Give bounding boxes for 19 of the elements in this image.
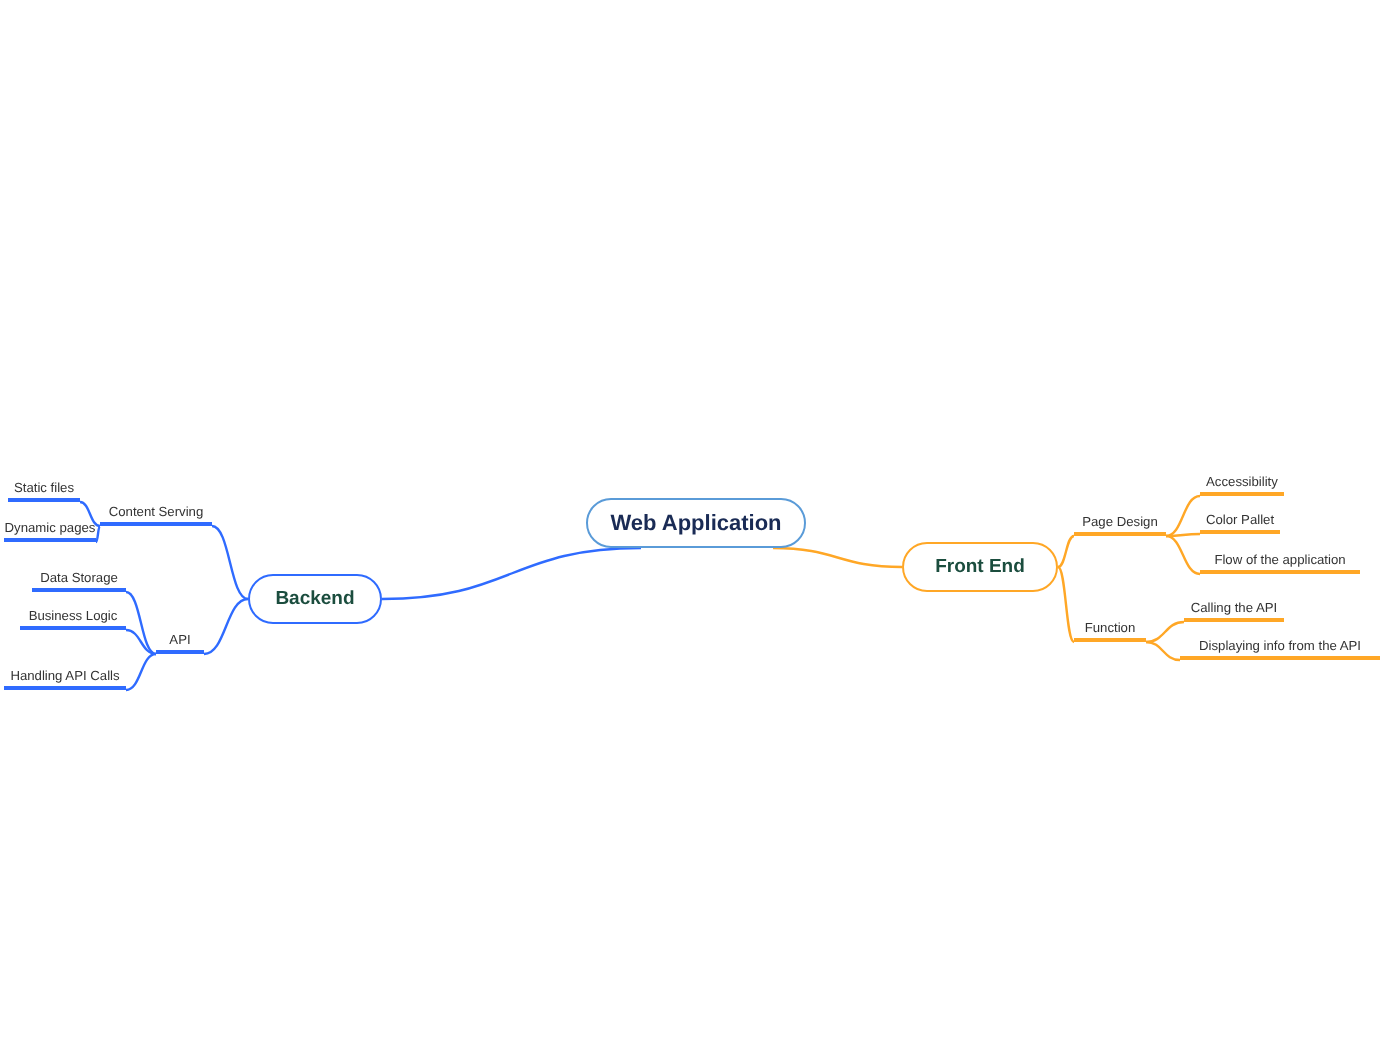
- connector-line: [94, 525, 102, 543]
- connector-line: [1165, 494, 1201, 538]
- connector-line: [79, 500, 101, 528]
- connector-line: [211, 524, 249, 601]
- connector-line: [125, 590, 157, 656]
- connector-line: [1166, 532, 1200, 538]
- main-topic: Backend: [248, 574, 382, 624]
- main-topic: Front End: [902, 542, 1058, 592]
- connector-line: [381, 546, 642, 601]
- connector-line: [203, 597, 249, 656]
- connector-line: [1057, 534, 1075, 569]
- connector-line: [1057, 566, 1075, 643]
- connector-line: [772, 546, 903, 569]
- connector-line: [125, 628, 157, 656]
- connector-line: [125, 652, 157, 692]
- connector-line: [1145, 640, 1181, 662]
- connector-line: [1145, 620, 1185, 644]
- central-topic: Web Application: [586, 498, 806, 548]
- connector-line: [1165, 534, 1201, 576]
